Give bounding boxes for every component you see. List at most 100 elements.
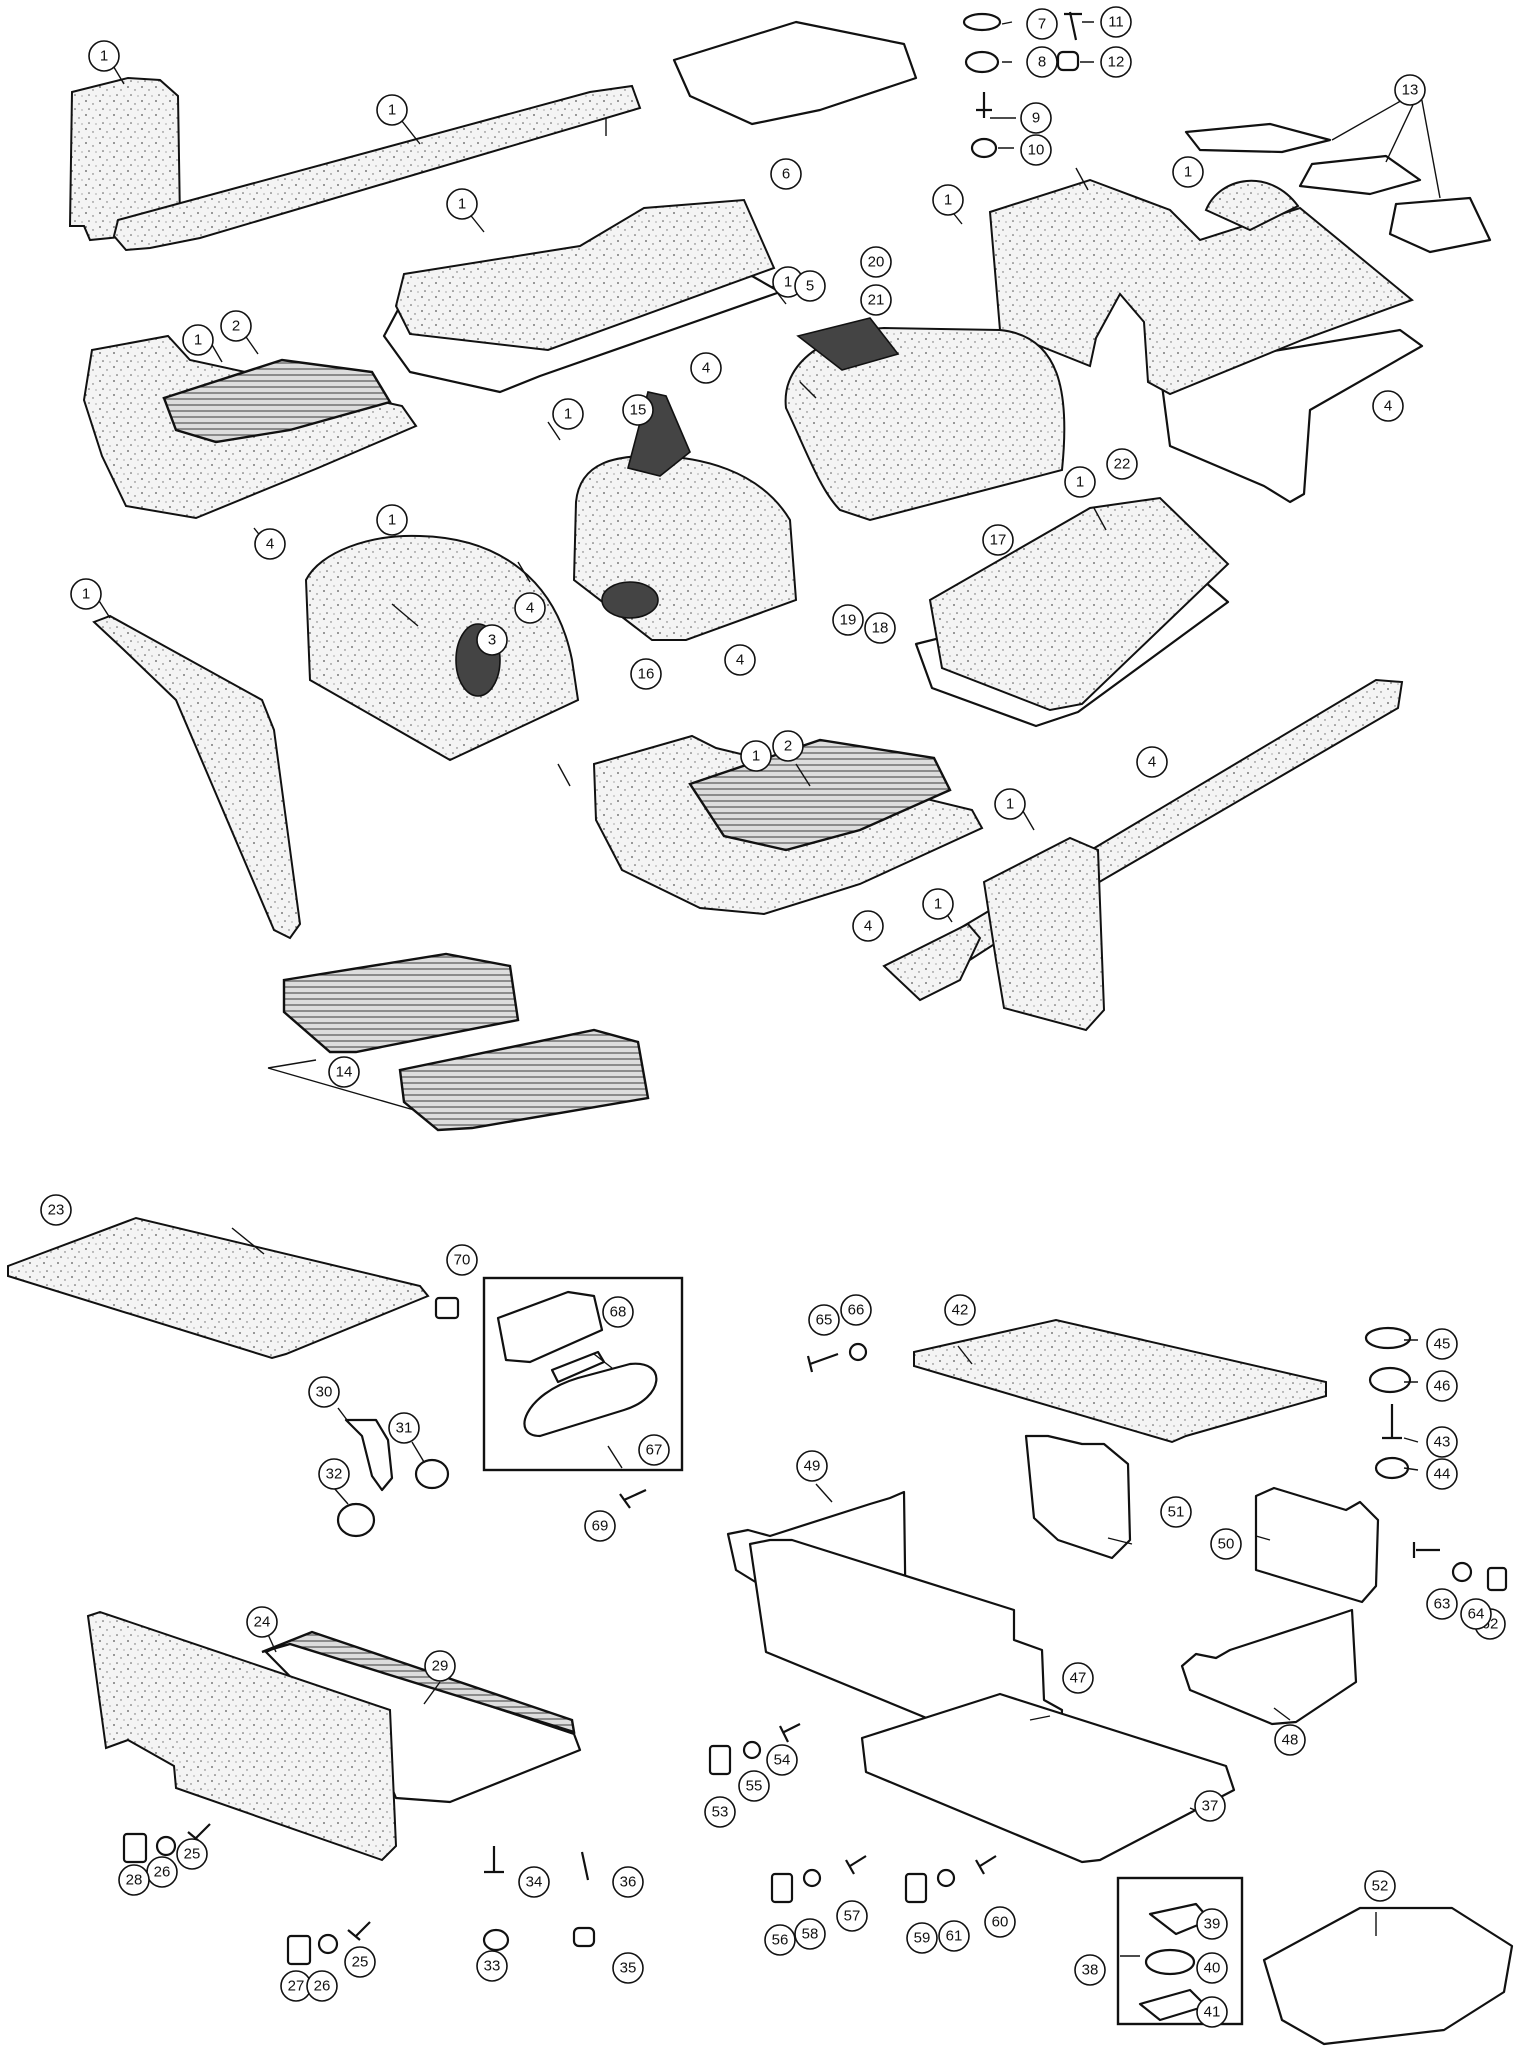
callout-number: 70 [454,1252,471,1269]
callout-67: 67 [638,1434,670,1466]
callout-number: 20 [868,254,885,271]
callout-30: 30 [308,1376,340,1408]
callout-number: 61 [946,1928,963,1945]
callout-number: 68 [610,1304,627,1321]
screw-63 [1412,1542,1440,1558]
callout-1: 1 [552,398,584,430]
callout-27: 27 [280,1970,312,2002]
clip-53 [708,1744,732,1776]
screw-60 [975,1855,997,1875]
callout-number: 22 [1114,456,1131,473]
callout-number: 26 [314,1978,331,1995]
insulation-piece-a [1184,122,1332,154]
callout-number: 4 [702,360,710,377]
callout-number: 60 [992,1914,1009,1931]
callout-number: 9 [1032,110,1040,127]
callout-number: 4 [736,652,744,669]
cap-32 [336,1502,376,1538]
nut-44 [1374,1456,1410,1480]
callout-1: 1 [70,578,102,610]
callout-number: 13 [1402,82,1419,99]
callout-number: 1 [388,102,396,119]
callout-number: 54 [774,1752,791,1769]
callout-number: 28 [126,1872,143,1889]
parcel-shelf-board [7,1216,430,1360]
callout-55: 55 [738,1770,770,1802]
callout-18: 18 [864,612,896,644]
callout-4: 4 [254,528,286,560]
left-footwell-mat [162,358,392,444]
callout-66: 66 [840,1294,872,1326]
lamp-base [496,1290,604,1364]
cup-8 [964,50,1000,74]
fastener-bag [1262,1906,1514,2046]
grommet-bag [672,20,918,126]
washer-58 [802,1868,822,1888]
left-wheel-arch [304,534,580,762]
bracket-50 [1254,1486,1380,1604]
callout-15: 15 [622,394,654,426]
callout-1: 1 [922,888,954,920]
callout-17: 17 [982,524,1014,556]
callout-57: 57 [836,1900,868,1932]
callout-4: 4 [1372,390,1404,422]
callout-number: 1 [82,586,90,603]
callout-number: 14 [336,1064,353,1081]
callout-number: 57 [844,1908,861,1925]
tunnel-hump-cap [1204,180,1300,232]
callout-63: 63 [1426,1588,1458,1620]
callout-10: 10 [1020,134,1052,166]
screw-69 [619,1488,647,1509]
callout-59: 59 [906,1922,938,1954]
callout-1: 1 [740,740,772,772]
callout-12: 12 [1100,46,1132,78]
callout-44: 44 [1426,1458,1458,1490]
cup-46 [1368,1366,1412,1394]
callout-1: 1 [88,40,120,72]
callout-number: 2 [232,318,240,335]
bracket-51 [1024,1434,1132,1560]
callout-number: 40 [1204,1960,1221,1977]
callout-28: 28 [118,1864,150,1896]
callout-number: 7 [1038,16,1046,33]
bracket-30 [344,1418,394,1492]
callout-2: 2 [220,310,252,342]
stud-43 [1382,1404,1402,1440]
callout-53: 53 [704,1796,736,1828]
callout-number: 26 [154,1864,171,1881]
callout-1: 1 [182,324,214,356]
screw-57 [845,1855,867,1875]
callout-23: 23 [40,1194,72,1226]
clip-56 [770,1872,794,1904]
callout-number: 1 [934,896,942,913]
callout-6: 6 [770,158,802,190]
callout-19: 19 [832,604,864,636]
callout-number: 63 [1434,1596,1451,1613]
washer-26a [155,1835,177,1857]
callout-2: 2 [772,730,804,762]
right-sill-trim [908,678,1404,994]
callout-31: 31 [388,1412,420,1444]
floor-board-37 [860,1692,1236,1864]
callout-58: 58 [794,1918,826,1950]
gaiter-ring [601,581,659,619]
callout-42: 42 [944,1294,976,1326]
callout-number: 48 [1282,1732,1299,1749]
screw-11 [1064,11,1082,41]
callout-number: 64 [1468,1606,1485,1623]
screw-25b [347,1921,371,1941]
callout-number: 38 [1082,1962,1099,1979]
stud-9 [976,92,992,118]
callout-32: 32 [318,1458,350,1490]
callout-number: 37 [1202,1798,1219,1815]
callout-39: 39 [1196,1908,1228,1940]
callout-number: 1 [784,274,792,291]
callout-25: 25 [344,1946,376,1978]
callout-1: 1 [1172,156,1204,188]
callout-number: 1 [752,748,760,765]
panel-48 [1180,1608,1358,1726]
clip-70 [434,1296,460,1320]
callout-24: 24 [246,1606,278,1638]
callout-41: 41 [1196,1996,1228,2028]
